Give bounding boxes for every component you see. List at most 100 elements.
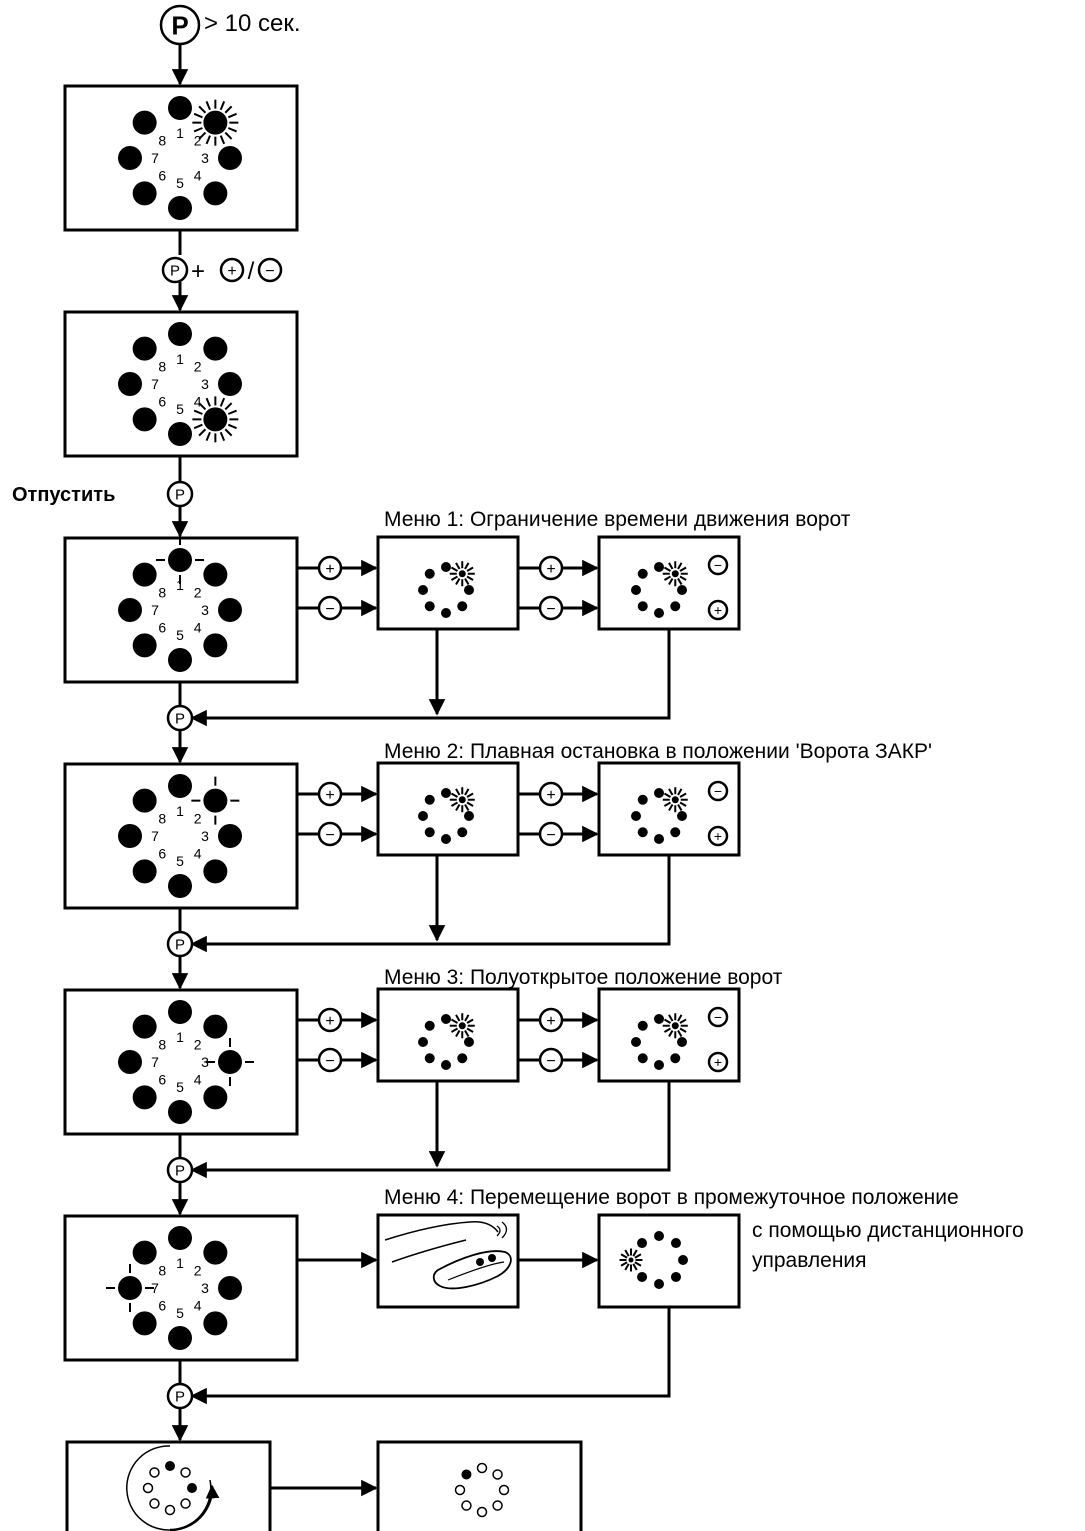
led-ray [677,562,683,570]
small-led-blink [671,570,679,578]
small-led-on [418,811,428,821]
led-ray [679,792,687,798]
menu4-p-key-label: P [175,1388,185,1405]
led-ray [219,135,226,145]
led-ray [193,409,203,415]
dial-number-8: 8 [158,1036,166,1052]
small-led-on [654,608,664,618]
plus-key-step2: + [219,257,245,283]
led-ray [227,409,237,415]
small-led-on [654,1060,664,1070]
menu1-adjust-plus-ring [707,599,729,621]
menu-4-note-line2: управления [752,1249,867,1272]
led-ray [450,1018,459,1024]
led-4 [203,1311,228,1336]
menu2-minus-key-1-label: − [325,827,334,844]
final-rotating-ring [126,1445,220,1531]
led-ray [464,562,470,570]
led-2-blink-rays [191,776,240,825]
small-led-on [637,1053,648,1064]
led-4 [203,633,228,658]
led-ray [466,801,474,807]
led-4-blink-rays [192,396,239,443]
final2-led-off [461,1500,472,1511]
led-ray [663,1027,672,1033]
led-ray [668,1014,674,1022]
dial-number-8: 8 [158,1262,166,1278]
menu2-plus-key-1-label: + [325,787,334,804]
remote-button-1 [476,1258,484,1266]
dial-number-2: 2 [194,810,202,826]
small-led-on [418,585,428,595]
menu1-adjust-plus-label: + [714,602,722,618]
led-ray [677,577,683,586]
small-led-on [457,1053,468,1064]
menu3-plus-key-1-ring [317,1007,343,1033]
small-led-on [424,827,435,838]
small-led-on [441,608,451,618]
menu-3-title: Меню 3: Полуоткрытое положение ворот [384,966,783,989]
dial-number-8: 8 [158,810,166,826]
led-6 [132,1311,157,1336]
led-ray [464,803,470,812]
led-ray [198,402,207,411]
led-ray [464,1029,470,1038]
led-3 [218,598,242,622]
result-led-on [654,1231,664,1241]
led-ray [466,575,474,581]
small-led-on [677,585,687,595]
menu3-return-b [190,1081,671,1179]
small-led-on [631,811,641,821]
dial-number-7: 7 [151,376,159,392]
remote-control-icon [384,1221,512,1290]
menu1-minus-key-2-label: − [546,601,555,618]
small-led-on [654,834,664,844]
small-led-blink [458,796,466,804]
small-led-rays [662,561,688,587]
menu2-adjust-minus-ring [707,780,729,802]
led-ray [679,1027,687,1033]
p-key-top-label: P [171,10,188,40]
led-7 [118,146,142,170]
led-2 [203,110,228,135]
final2-led-off [476,1506,488,1518]
small-led-on [631,1037,641,1047]
led-ray [668,577,674,586]
led-ray [219,397,226,407]
dial-number-5: 5 [176,1305,184,1321]
led-ray [198,428,207,437]
finger-line [391,1239,467,1263]
led-2 [203,1240,228,1265]
led-ray [455,788,461,796]
plus-key-step2-label: + [227,263,236,280]
led-ray [677,788,683,796]
state-boxes [63,84,741,1531]
dial-number-6: 6 [158,1072,166,1088]
small-led-rays [449,561,475,587]
dial-number-1: 1 [176,577,184,593]
menu1-plus-key-1-ring [317,555,343,581]
led-ray [677,1029,683,1038]
led-ray [679,566,687,572]
led-1 [168,1000,192,1024]
led-ray [466,792,474,798]
led-5 [168,1100,192,1124]
led-ray [227,112,237,119]
dial-number-5: 5 [176,401,184,417]
small-led-on [464,1037,474,1047]
dial-number-8: 8 [158,132,166,148]
led-ray [205,101,211,111]
menu1-return-b [190,629,671,727]
led-5 [168,874,192,898]
led-ray [464,788,470,796]
menu3-adjust-plus-label: + [714,1054,722,1070]
menu1-minus-key-1-label: − [325,601,334,618]
small-led-on [670,1053,681,1064]
menu1-p-key-label: P [175,710,185,727]
remote-edge [447,1261,505,1281]
small-led-on [464,811,474,821]
menu1-small-ring-a [418,562,474,618]
small-led-on [424,1053,435,1064]
